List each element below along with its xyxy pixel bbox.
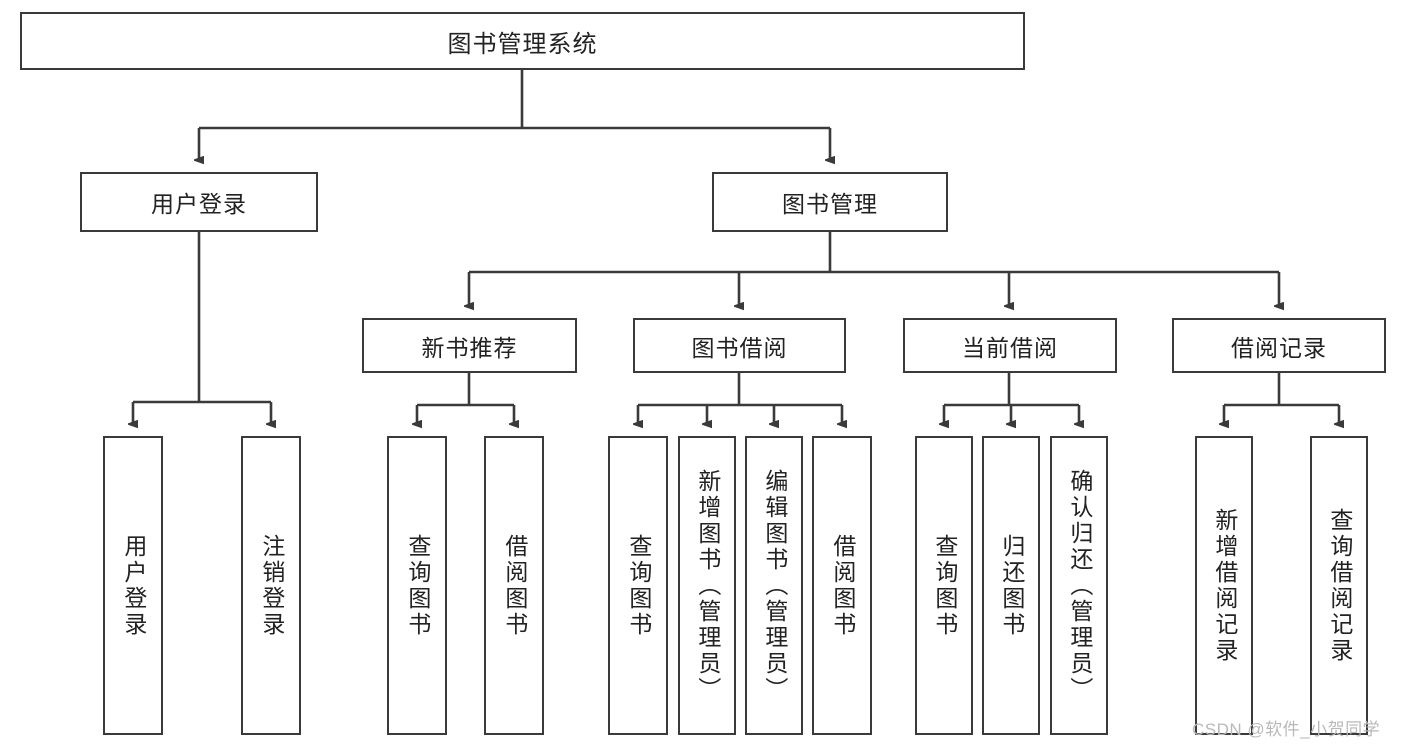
node-label: 确认归还（管理员） — [1066, 468, 1093, 703]
leaf-query-borrow-record[interactable]: 查询借阅记录 — [1310, 436, 1368, 735]
node-borrow-record[interactable]: 借阅记录 — [1172, 318, 1386, 373]
leaf-query-book-rec[interactable]: 查询图书 — [387, 436, 447, 735]
node-label: 用户登录 — [120, 533, 147, 638]
node-label: 借阅图书 — [829, 533, 856, 638]
leaf-edit-book[interactable]: 编辑图书（管理员） — [745, 436, 803, 735]
node-label: 图书借阅 — [691, 334, 788, 361]
leaf-logout[interactable]: 注销登录 — [241, 436, 301, 735]
node-label: 编辑图书（管理员） — [761, 468, 788, 703]
node-book-borrow[interactable]: 图书借阅 — [633, 318, 846, 373]
node-label: 用户登录 — [151, 191, 247, 217]
node-root[interactable]: 图书管理系统 — [20, 12, 1025, 70]
leaf-query-book-current[interactable]: 查询图书 — [915, 436, 973, 735]
node-label: 借阅记录 — [1231, 334, 1327, 361]
leaf-add-book[interactable]: 新增图书（管理员） — [678, 436, 736, 735]
node-book-manage[interactable]: 图书管理 — [712, 172, 948, 232]
node-current-borrow[interactable]: 当前借阅 — [903, 318, 1117, 373]
node-label: 借阅图书 — [501, 533, 528, 638]
node-label: 归还图书 — [998, 533, 1025, 638]
node-label: 查询借阅记录 — [1326, 507, 1353, 664]
watermark: CSDN @软件_小贺同学 — [1192, 720, 1381, 739]
node-user-login[interactable]: 用户登录 — [80, 172, 318, 232]
node-label: 新增图书（管理员） — [694, 468, 721, 703]
node-label: 新增借阅记录 — [1211, 507, 1238, 664]
node-label: 注销登录 — [258, 533, 285, 638]
node-new-book-rec[interactable]: 新书推荐 — [362, 318, 577, 373]
leaf-user-login[interactable]: 用户登录 — [103, 436, 163, 735]
node-label: 当前借阅 — [962, 334, 1058, 361]
node-label: 新书推荐 — [421, 334, 518, 361]
leaf-confirm-return[interactable]: 确认归还（管理员） — [1050, 436, 1108, 735]
node-label: 查询图书 — [931, 533, 958, 638]
leaf-return-book[interactable]: 归还图书 — [982, 436, 1040, 735]
node-label: 图书管理 — [782, 191, 878, 217]
leaf-borrow-book[interactable]: 借阅图书 — [812, 436, 872, 735]
node-label: 查询图书 — [404, 533, 431, 638]
node-label: 查询图书 — [625, 533, 652, 638]
node-label: 图书管理系统 — [447, 30, 598, 58]
leaf-add-borrow-record[interactable]: 新增借阅记录 — [1195, 436, 1253, 735]
leaf-borrow-book-rec[interactable]: 借阅图书 — [484, 436, 544, 735]
leaf-query-book-borrow[interactable]: 查询图书 — [608, 436, 668, 735]
